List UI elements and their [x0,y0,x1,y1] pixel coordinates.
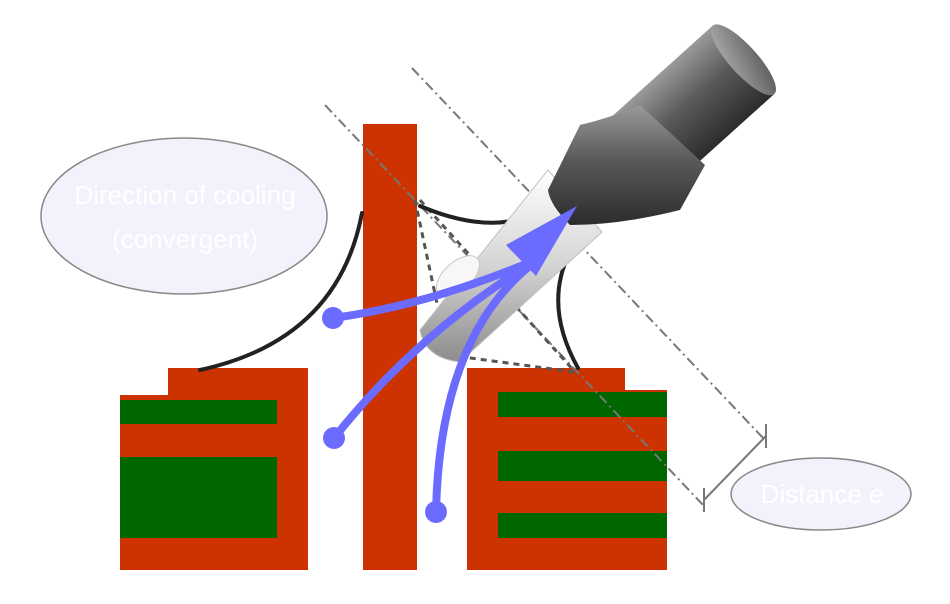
right-stack-layer-2 [498,451,667,481]
flow-source-middle [323,427,345,449]
left-stack [120,368,308,570]
left-stack-layer-1 [120,400,277,424]
cooling-nozzle-icon [419,24,776,363]
right-stack-layer-1 [498,392,667,417]
cooling-direction-label-line2: (convergent) [112,224,258,254]
distance-label-symbol: e [868,479,884,509]
distance-label: Distance e [732,472,912,516]
cooling-flow-arrow-icon [329,254,544,516]
distance-callout [730,457,912,531]
left-stack-layer-2 [120,457,277,538]
left-profile-curve [198,211,364,372]
nozzle-barrel-cap [711,24,776,96]
flow-path-top [329,254,544,322]
right-stack [467,368,667,570]
flow-arrowhead [506,206,577,276]
distance-dimension [703,424,767,512]
distance-dimension-line [703,435,767,501]
flow-source-bottom [425,501,447,523]
flow-path-bottom [432,254,544,516]
central-plate [363,124,417,570]
right-stack-layer-3 [498,513,667,538]
flow-path-middle [330,254,544,442]
cooling-direction-label-line1: Direction of cooling [74,180,296,210]
guide-line-plate-edge [411,67,766,441]
flow-sources [322,206,577,523]
flow-source-top [322,307,344,329]
nozzle-dark-cone [548,105,705,225]
cooling-direction-callout [40,137,328,295]
distance-label-word: Distance [760,479,862,509]
cooling-direction-label: Direction of cooling (convergent) [40,173,330,261]
